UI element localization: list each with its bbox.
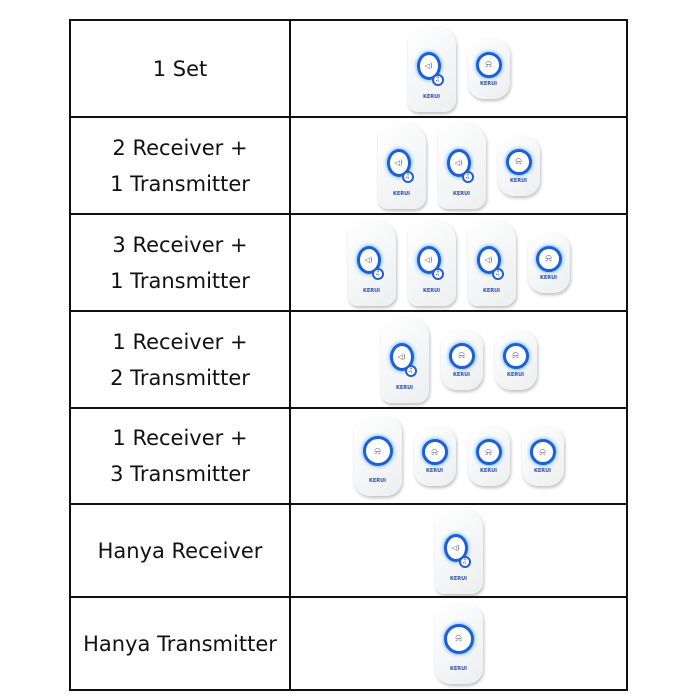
option-label-line: Hanya Transmitter	[83, 631, 277, 656]
brand-logo: KERUI	[533, 468, 552, 474]
option-row[interactable]: 1 Receiver +2 Transmitter◁)♫KERUI⍾KERUI⍾…	[69, 310, 628, 409]
device-group: ◁)♫KERUI	[291, 505, 626, 596]
option-image-cell: ◁)♫KERUI⍾KERUI⍾KERUI	[289, 310, 628, 409]
option-row[interactable]: Hanya Receiver◁)♫KERUI	[69, 503, 628, 598]
option-row[interactable]: 2 Receiver +1 Transmitter◁)♫KERUI◁)♫KERU…	[69, 116, 628, 215]
brand-logo: KERUI	[509, 177, 528, 184]
option-image-cell: ◁)♫KERUI◁)♫KERUI⍾KERUI	[289, 116, 628, 215]
device-group: ◁)♫KERUI◁)♫KERUI◁)♫KERUI⍾KERUI	[291, 215, 626, 310]
music-note-icon: ♫	[461, 170, 474, 183]
brand-logo: KERUI	[449, 665, 468, 672]
bell-icon: ⍾	[362, 436, 393, 466]
option-image-cell: ◁)♫KERUI	[289, 503, 628, 598]
bell-icon: ⍾	[421, 439, 448, 465]
speaker-icon: ◁)	[446, 148, 471, 177]
option-label-line: Hanya Receiver	[97, 538, 263, 563]
option-label-line: 1 Transmitter	[110, 268, 250, 293]
option-label-line: 3 Receiver +	[112, 232, 248, 257]
option-image-cell: ◁)♫ KERUI ⍾ KERUI	[289, 19, 628, 118]
device-group: ⍾ KERUI ⍾ KERUI ⍾ KERUI ⍾ KERUI	[291, 409, 626, 503]
option-label: 1 Receiver + 2 Transmitter	[69, 310, 291, 409]
option-label-line: 1 Transmitter	[110, 171, 250, 196]
music-note-icon: ♫	[401, 170, 414, 183]
speaker-icon: ◁)	[386, 148, 411, 177]
brand-logo: KERUI	[392, 190, 411, 197]
bell-icon: ⍾	[529, 439, 556, 465]
doorbell-receiver-image: ◁)♫KERUI	[467, 219, 516, 306]
brand-logo: KERUI	[452, 371, 471, 378]
brand-logo: KERUI	[425, 468, 444, 474]
brand-logo: KERUI	[362, 287, 381, 294]
music-note-icon: ♫	[404, 364, 417, 377]
option-label: 2 Receiver + 1 Transmitter	[69, 116, 291, 215]
option-row[interactable]: 1 Set ◁)♫ KERUI ⍾ KERUI	[69, 19, 628, 118]
music-note-icon: ♫	[431, 73, 444, 86]
bell-icon: ⍾	[502, 342, 529, 369]
option-label: Hanya Transmitter	[69, 596, 291, 691]
brand-logo: KERUI	[452, 190, 471, 197]
music-note-icon: ♫	[491, 267, 504, 280]
brand-logo: KERUI	[368, 478, 387, 484]
brand-logo: KERUI	[479, 80, 498, 87]
doorbell-transmitter-image: ⍾ KERUI	[413, 426, 456, 486]
option-label: 1 Set	[69, 19, 291, 118]
doorbell-transmitter-image: ⍾ KERUI	[434, 603, 483, 684]
brand-logo: KERUI	[479, 468, 498, 474]
doorbell-receiver-image: ◁)♫ KERUI	[437, 122, 486, 209]
option-image-cell: ◁)♫KERUI◁)♫KERUI◁)♫KERUI⍾KERUI	[289, 213, 628, 312]
doorbell-transmitter-image: ⍾ KERUI	[440, 329, 483, 390]
doorbell-receiver-image: ◁)♫ KERUI	[377, 122, 426, 209]
doorbell-receiver-image: ◁)♫ KERUI	[407, 25, 456, 112]
doorbell-transmitter-image: ⍾ KERUI	[521, 426, 564, 486]
brand-logo: KERUI	[482, 287, 501, 294]
brand-logo: KERUI	[395, 384, 414, 391]
bell-icon: ⍾	[475, 51, 502, 78]
bell-icon: ⍾	[535, 245, 562, 272]
device-group: ◁)♫KERUI◁)♫KERUI⍾KERUI	[291, 118, 626, 213]
device-group: ◁)♫KERUI⍾KERUI⍾KERUI	[291, 312, 626, 407]
music-note-icon: ♫	[371, 267, 384, 280]
doorbell-transmitter-image: ⍾ KERUI	[467, 38, 510, 99]
brand-logo: KERUI	[539, 274, 558, 281]
doorbell-receiver-image: ◁)♫KERUI	[347, 219, 396, 306]
doorbell-receiver-image: ◁)♫KERUI	[380, 316, 429, 403]
option-label-line: 2 Receiver +	[112, 135, 248, 160]
doorbell-transmitter-image: ⍾ KERUI	[494, 329, 537, 390]
doorbell-receiver-image: ◁)♫KERUI	[434, 507, 483, 594]
option-label: Hanya Receiver	[69, 503, 291, 598]
doorbell-transmitter-image: ⍾ KERUI	[467, 426, 510, 486]
option-label-line: 2 Transmitter	[110, 365, 250, 390]
option-label: 3 Receiver + 1 Transmitter	[69, 213, 291, 312]
device-group: ⍾ KERUI	[291, 598, 626, 689]
doorbell-receiver-image: ◁)♫KERUI	[407, 219, 456, 306]
option-label-line: 1 Set	[152, 56, 208, 81]
option-image-cell: ⍾ KERUI ⍾ KERUI ⍾ KERUI ⍾ KERUI	[289, 407, 628, 505]
option-label: 1 Receiver + 3 Transmitter	[69, 407, 291, 505]
music-note-icon: ♫	[458, 555, 471, 568]
option-row[interactable]: 3 Receiver +1 Transmitter◁)♫KERUI◁)♫KERU…	[69, 213, 628, 312]
doorbell-transmitter-image: ⍾ KERUI	[353, 416, 402, 496]
option-row[interactable]: Hanya Transmitter ⍾ KERUI	[69, 596, 628, 691]
doorbell-transmitter-image: ⍾ KERUI	[527, 232, 570, 293]
option-image-cell: ⍾ KERUI	[289, 596, 628, 691]
bell-icon: ⍾	[448, 342, 475, 369]
speaker-icon: ◁)	[416, 51, 441, 80]
option-label-line: 3 Transmitter	[110, 462, 250, 486]
bell-icon: ⍾	[443, 623, 474, 654]
brand-logo: KERUI	[506, 371, 525, 378]
brand-logo: KERUI	[422, 287, 441, 294]
brand-logo: KERUI	[449, 575, 468, 582]
option-row[interactable]: 1 Receiver + 3 Transmitter ⍾ KERUI ⍾ KERUI ⍾ KE…	[69, 407, 628, 505]
music-note-icon: ♫	[431, 267, 444, 280]
bell-icon: ⍾	[475, 439, 502, 465]
device-group: ◁)♫ KERUI ⍾ KERUI	[291, 21, 626, 116]
doorbell-transmitter-image: ⍾ KERUI	[497, 135, 540, 196]
brand-logo: KERUI	[422, 93, 441, 100]
bell-icon: ⍾	[505, 148, 532, 175]
option-label-line: 1 Receiver +	[112, 426, 248, 450]
option-label-line: 1 Receiver +	[112, 329, 248, 354]
